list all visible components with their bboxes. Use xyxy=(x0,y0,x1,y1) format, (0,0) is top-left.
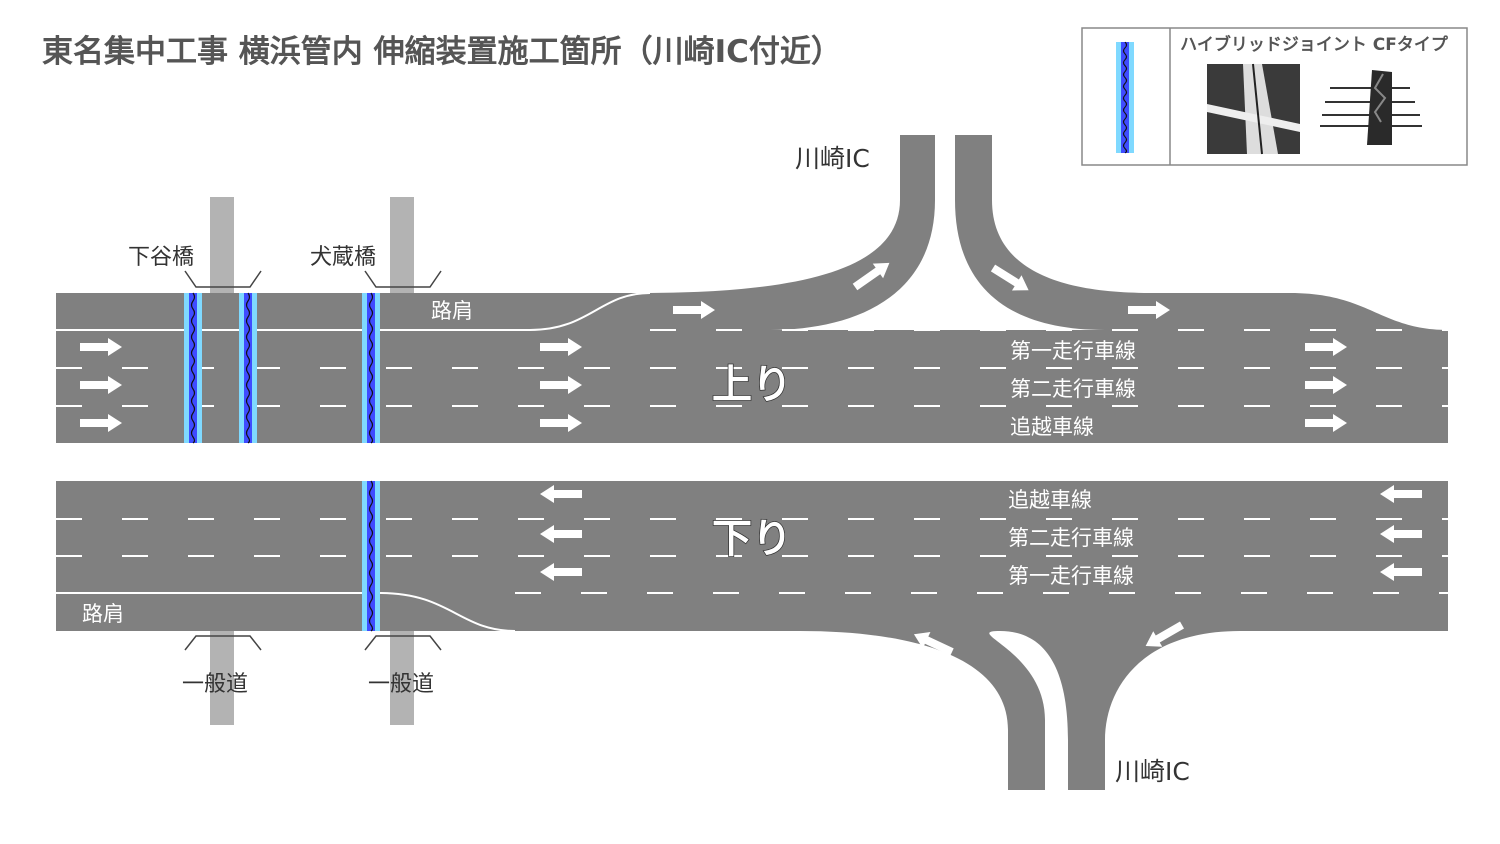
page-title: 東名集中工事 横浜管内 伸縮装置施工箇所（川崎IC付近） xyxy=(42,34,842,70)
downbound-lane-label: 追越車線 xyxy=(1008,488,1092,512)
upbound-lane-label: 第一走行車線 xyxy=(1010,339,1136,363)
joint-photo-image xyxy=(1207,63,1300,155)
downbound-lane-label: 第二走行車線 xyxy=(1008,526,1134,550)
downbound-label: 下り xyxy=(712,516,792,562)
bridge-label-shimoya: 下谷橋 xyxy=(128,245,194,270)
bridge-shimoya xyxy=(210,197,234,293)
expansion-joint xyxy=(238,292,258,444)
bridge-inukura xyxy=(390,197,414,293)
bridge-bracket xyxy=(364,270,442,288)
underpass-road-left xyxy=(210,631,234,725)
joint-legend-icon xyxy=(1115,41,1135,154)
upbound-label: 上り xyxy=(712,362,792,408)
bridge-bracket xyxy=(184,270,262,288)
legend-label: ハイブリッドジョイント CFタイプ xyxy=(1180,34,1449,55)
underpass-label-left: 一般道 xyxy=(182,672,248,697)
legend: ハイブリッドジョイント CFタイプ xyxy=(1081,27,1468,166)
upbound-road xyxy=(56,135,1448,443)
underpass-bracket xyxy=(364,635,442,651)
upbound-shoulder-label: 路肩 xyxy=(431,299,473,323)
expansion-joint xyxy=(361,292,381,444)
underpass-road-right xyxy=(390,631,414,725)
bridge-label-inukura: 犬蔵橋 xyxy=(310,245,376,270)
underpass-bracket xyxy=(184,635,262,651)
joint-product-image xyxy=(1320,70,1422,145)
downbound-shoulder-label: 路肩 xyxy=(82,602,124,626)
upbound-lane-label: 追越車線 xyxy=(1010,415,1094,439)
underpass-label-right: 一般道 xyxy=(368,672,434,697)
downbound-lane-label: 第一走行車線 xyxy=(1008,564,1134,588)
expansion-joint xyxy=(183,292,203,444)
upbound-shoulder-line xyxy=(56,292,651,331)
upbound-lane-label: 第二走行車線 xyxy=(1010,377,1136,401)
interchange-label-top: 川崎IC xyxy=(795,144,870,173)
interchange-label-bottom: 川崎IC xyxy=(1115,757,1190,786)
downbound-shoulder-line xyxy=(56,592,516,632)
expansion-joint xyxy=(361,480,381,632)
downbound-road xyxy=(56,481,1448,790)
